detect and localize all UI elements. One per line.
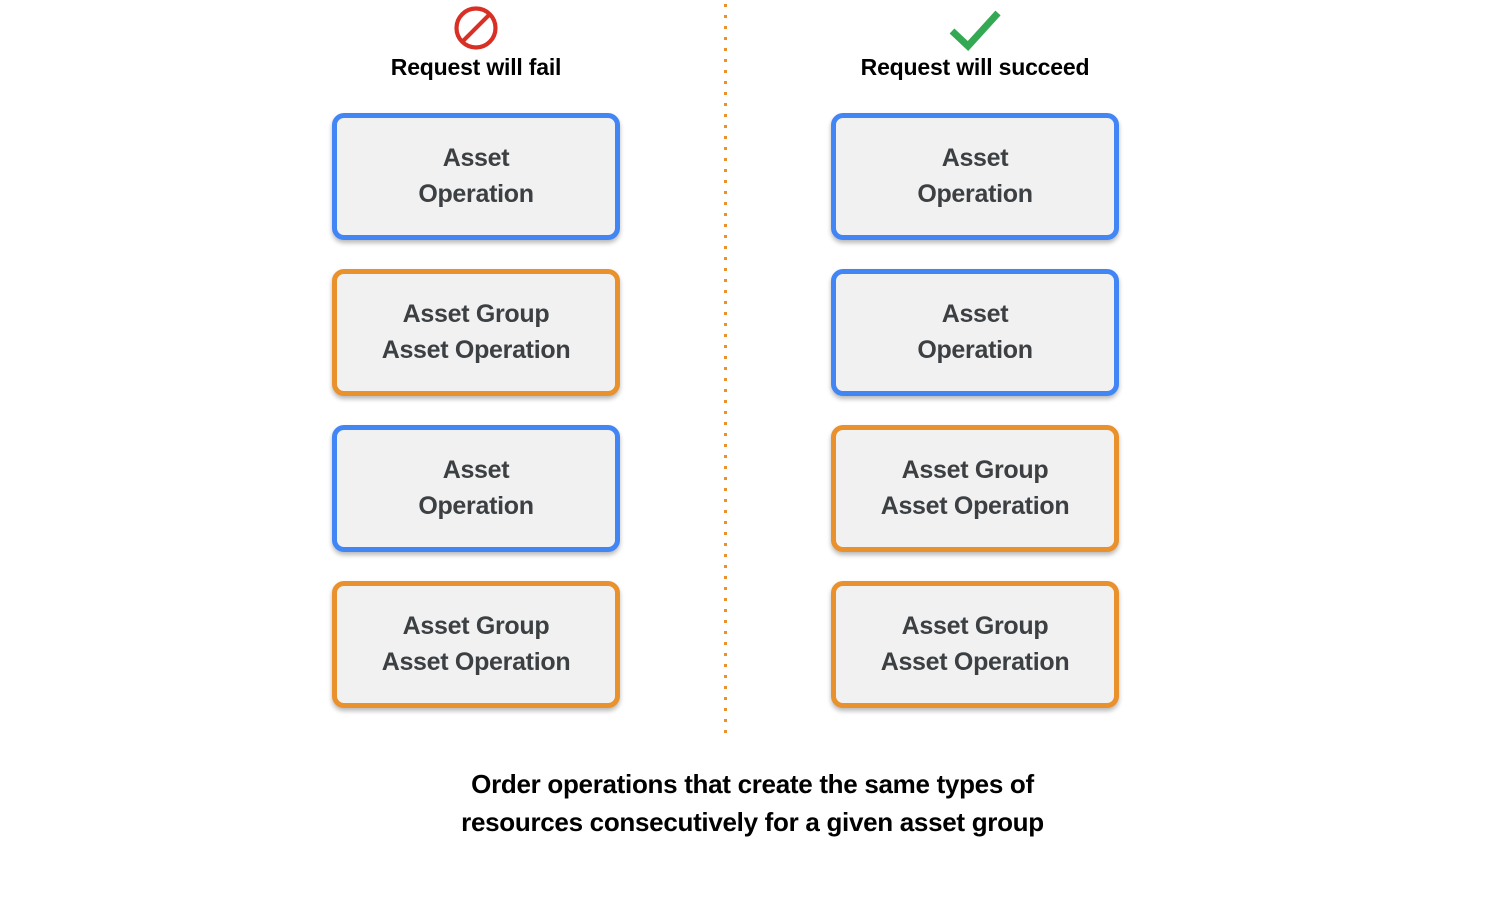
operation-box-label: Asset Group Asset Operation: [381, 300, 571, 364]
operation-box[interactable]: Asset Operation: [831, 269, 1119, 396]
check-mark-icon: [942, 0, 1008, 56]
operation-box[interactable]: Asset Group Asset Operation: [332, 581, 620, 708]
operation-box-label: Asset Group Asset Operation: [880, 612, 1070, 676]
operation-box[interactable]: Asset Group Asset Operation: [831, 581, 1119, 708]
operation-box-label: Asset Operation: [418, 456, 534, 520]
operation-box-label: Asset Operation: [917, 144, 1033, 208]
column-header-fail: Request will fail: [296, 0, 656, 104]
operation-box[interactable]: Asset Group Asset Operation: [831, 425, 1119, 552]
column-divider: [724, 4, 727, 736]
operation-box[interactable]: Asset Group Asset Operation: [332, 269, 620, 396]
column-request-will-succeed: Request will succeed Asset Operation Ass…: [795, 0, 1155, 708]
operation-box-label: Asset Operation: [917, 300, 1033, 364]
operation-list-succeed: Asset Operation Asset Operation Asset Gr…: [795, 113, 1155, 708]
operation-list-fail: Asset Operation Asset Group Asset Operat…: [296, 113, 656, 708]
column-request-will-fail: Request will fail Asset Operation Asset …: [296, 0, 656, 708]
operation-box-label: Asset Operation: [418, 144, 534, 208]
column-header-succeed: Request will succeed: [795, 0, 1155, 104]
column-heading-label: Request will succeed: [860, 54, 1090, 80]
operation-box[interactable]: Asset Operation: [332, 113, 620, 240]
diagram-caption: Order operations that create the same ty…: [461, 769, 1044, 837]
column-heading-label: Request will fail: [390, 54, 562, 80]
operation-box-label: Asset Group Asset Operation: [381, 612, 571, 676]
operation-box-label: Asset Group Asset Operation: [880, 456, 1070, 520]
no-entry-icon: [453, 0, 499, 56]
operation-box[interactable]: Asset Operation: [332, 425, 620, 552]
operation-box[interactable]: Asset Operation: [831, 113, 1119, 240]
